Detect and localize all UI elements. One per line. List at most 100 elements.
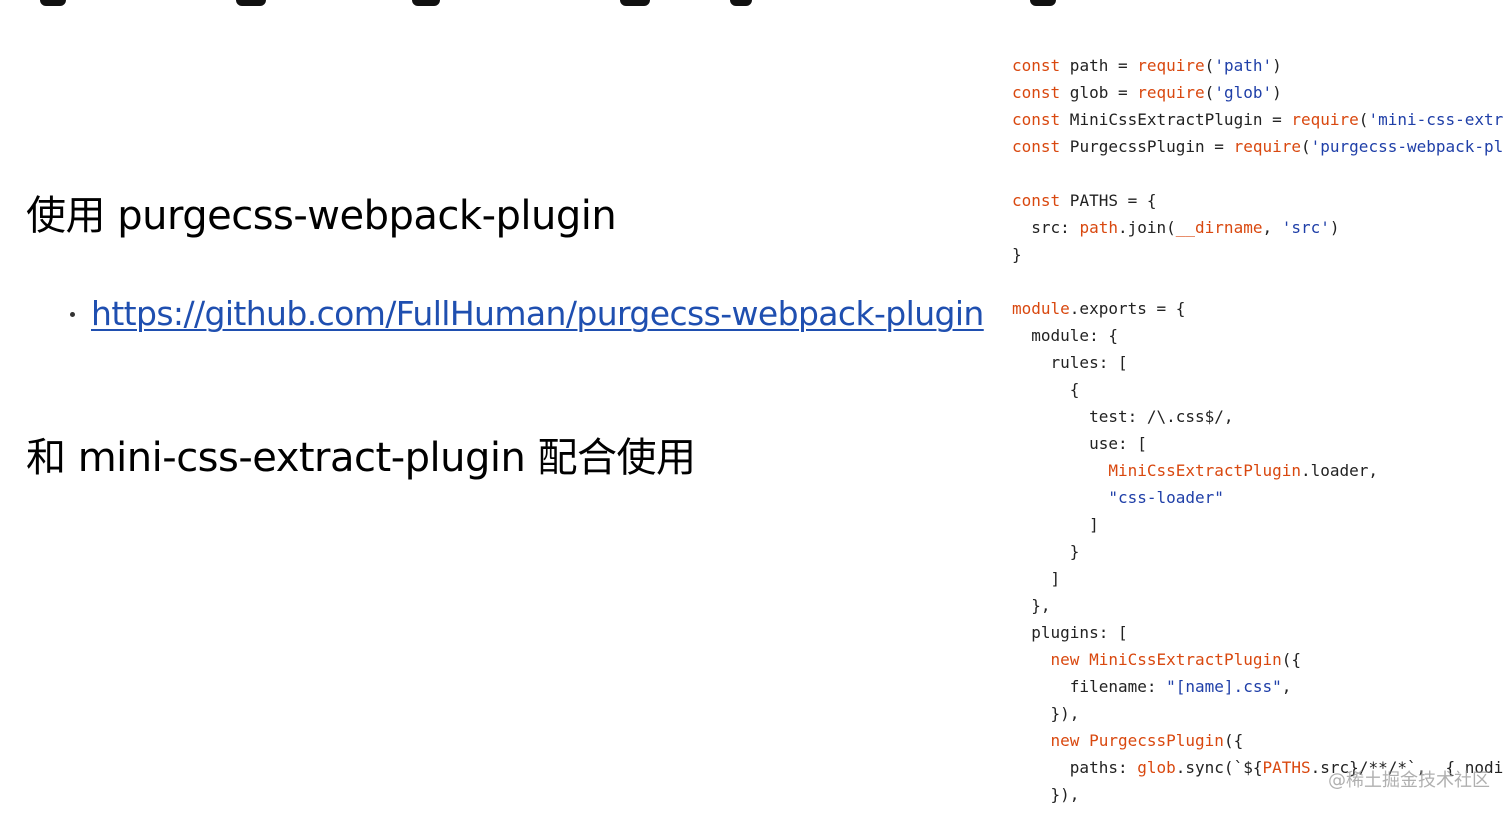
code-token: require — [1291, 110, 1359, 129]
code-token: glob — [1137, 758, 1176, 777]
code-token: plugins: [ — [1012, 623, 1128, 642]
heading-use-purgecss-plugin: 使用 purgecss-webpack-plugin — [26, 193, 617, 239]
code-token — [1012, 650, 1051, 669]
code-line: } — [1012, 241, 1510, 268]
code-line: } — [1012, 538, 1510, 565]
code-token: new — [1050, 650, 1080, 669]
code-token: const — [1012, 83, 1061, 102]
code-token: glob = — [1060, 83, 1138, 102]
code-token: 'mini-css-extr — [1368, 110, 1504, 129]
code-token: .loader, — [1300, 461, 1379, 480]
code-snippet: const path = require('path')const glob =… — [1012, 52, 1510, 814]
code-token: path — [1079, 218, 1118, 237]
code-token: ( — [1301, 137, 1311, 156]
code-token: "[name].css" — [1166, 677, 1282, 696]
code-line: }), — [1012, 781, 1510, 808]
code-token — [1012, 488, 1108, 507]
bullet-item: https://github.com/FullHuman/purgecss-we… — [70, 292, 984, 336]
code-token: filename: — [1012, 677, 1167, 696]
code-line: new PurgecssPlugin({ — [1012, 727, 1510, 754]
code-token: { — [1012, 380, 1080, 399]
code-token: src: — [1012, 218, 1080, 237]
code-token: , — [1262, 218, 1282, 237]
code-token: ( — [1204, 56, 1215, 75]
bullet-dot-icon — [70, 312, 75, 317]
code-line: new MiniCssExtractPlugin({ — [1012, 646, 1510, 673]
code-token: rules: [ — [1012, 353, 1128, 372]
code-token: paths: — [1012, 758, 1138, 777]
code-line: ] — [1012, 565, 1510, 592]
code-line: module.exports = { — [1012, 295, 1510, 322]
code-token: ({ — [1223, 731, 1244, 750]
code-token: ( — [1358, 110, 1369, 129]
code-token: module: { — [1012, 326, 1118, 345]
code-line: const PurgecssPlugin = require('purgecss… — [1012, 133, 1510, 160]
code-token: }, — [1012, 596, 1051, 615]
code-token: } — [1012, 542, 1080, 561]
code-line: filename: "[name].css", — [1012, 673, 1510, 700]
code-token: ( — [1204, 83, 1215, 102]
code-token: const — [1012, 191, 1061, 210]
code-token: "css-loader" — [1108, 488, 1224, 507]
github-link[interactable]: https://github.com/FullHuman/purgecss-we… — [91, 294, 984, 333]
code-token: .exports = { — [1069, 299, 1186, 318]
code-token: .join( — [1117, 218, 1176, 237]
code-token: module — [1012, 299, 1070, 318]
code-line: module: { — [1012, 322, 1510, 349]
code-token: ) — [1272, 56, 1282, 75]
code-token: 'src' — [1281, 218, 1330, 237]
code-line: { — [1012, 376, 1510, 403]
code-line: const glob = require('glob') — [1012, 79, 1510, 106]
code-token: path = — [1060, 56, 1138, 75]
code-token — [1012, 731, 1051, 750]
code-token: const — [1012, 56, 1061, 75]
code-token: ] — [1012, 569, 1061, 588]
code-token: .src}/**/*`, { nodi — [1310, 758, 1504, 777]
code-line: test: /\.css$/, — [1012, 403, 1510, 430]
code-token: ) — [1272, 83, 1282, 102]
code-token: __dirname — [1175, 218, 1263, 237]
code-token: ({ — [1281, 650, 1301, 669]
code-token: }), — [1012, 785, 1080, 804]
code-token — [1012, 461, 1108, 480]
code-token: ] — [1012, 812, 1041, 814]
code-line: rules: [ — [1012, 349, 1510, 376]
code-line: use: [ — [1012, 430, 1510, 457]
code-token: , — [1281, 677, 1292, 696]
code-token: MiniCssExtractPlugin = — [1060, 110, 1292, 129]
code-line: const path = require('path') — [1012, 52, 1510, 79]
code-token: use: [ — [1012, 434, 1147, 453]
code-line: ] — [1012, 511, 1510, 538]
code-line — [1012, 160, 1510, 187]
code-line — [1012, 268, 1510, 295]
code-line: src: path.join(__dirname, 'src') — [1012, 214, 1510, 241]
code-token — [1079, 731, 1089, 750]
code-line: "css-loader" — [1012, 484, 1510, 511]
code-token: } — [1012, 245, 1022, 264]
code-line: }), — [1012, 700, 1510, 727]
watermark: @稀土掘金技术社区 — [1328, 770, 1490, 791]
code-line: }, — [1012, 592, 1510, 619]
code-token: MiniCssExtractPlugin — [1108, 461, 1301, 480]
code-token: MiniCssExtractPlugin — [1089, 650, 1282, 669]
code-token: PATHS — [1262, 758, 1311, 777]
code-line: paths: glob.sync(`${PATHS.src}/**/*`, { … — [1012, 754, 1510, 781]
heading-with-mini-css-extract: 和 mini-css-extract-plugin 配合使用 — [26, 435, 696, 481]
code-token: new — [1050, 731, 1080, 750]
code-token: }), — [1012, 704, 1080, 723]
cropped-title-strokes — [0, 0, 1510, 8]
code-token: const — [1012, 110, 1061, 129]
code-line: plugins: [ — [1012, 619, 1510, 646]
code-token: PurgecssPlugin = — [1060, 137, 1234, 156]
code-token: ] — [1012, 515, 1099, 534]
code-line: ] — [1012, 808, 1510, 814]
code-token: PurgecssPlugin — [1089, 731, 1224, 750]
code-token: require — [1137, 83, 1205, 102]
code-token: 'glob' — [1214, 83, 1273, 102]
code-token — [1079, 650, 1089, 669]
code-line: const PATHS = { — [1012, 187, 1510, 214]
code-token: require — [1137, 56, 1205, 75]
code-token: PATHS = { — [1060, 191, 1157, 210]
code-token: require — [1233, 137, 1301, 156]
code-line: const MiniCssExtractPlugin = require('mi… — [1012, 106, 1510, 133]
